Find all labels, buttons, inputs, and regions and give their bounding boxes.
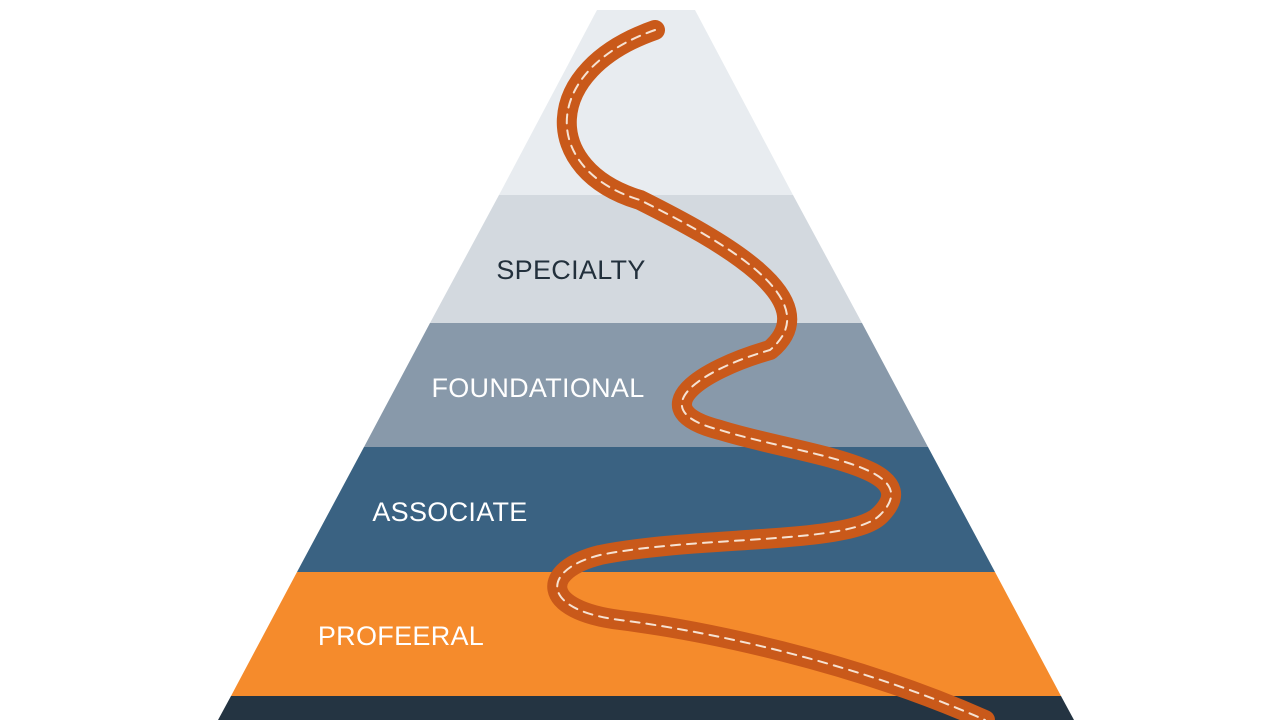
- tier-label-associate: ASSOCIATE: [372, 497, 527, 527]
- tier-specialty: [430, 195, 862, 323]
- tier-foundational: [364, 323, 928, 447]
- tier-label-specialty: SPECIALTY: [496, 255, 645, 285]
- tier-label-foundational: FOUNDATIONAL: [431, 373, 644, 403]
- winding-road: [547, 20, 995, 720]
- tier-label-profeeral: PROFEERAL: [318, 621, 484, 651]
- tier-base: [218, 696, 1074, 720]
- road-center-line: [556, 29, 986, 720]
